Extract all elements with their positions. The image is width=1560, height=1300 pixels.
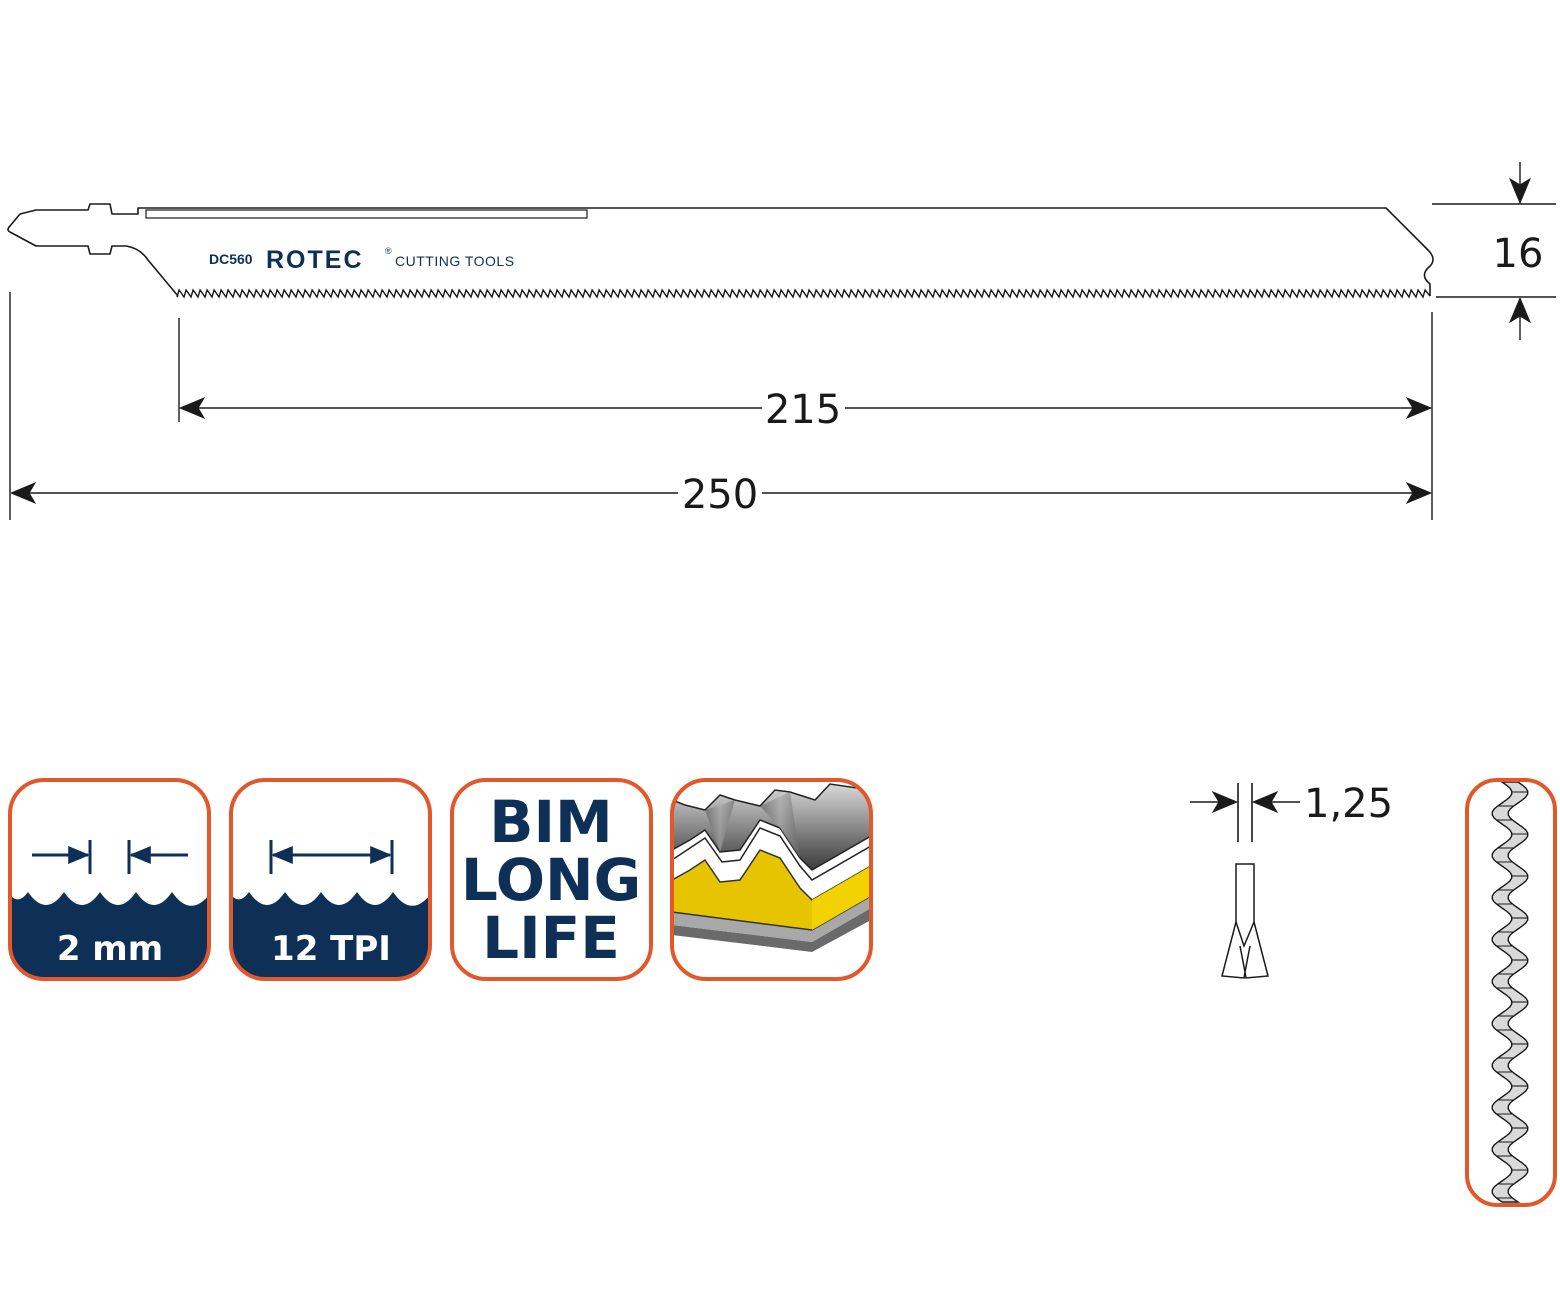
badge-material-line2: LONG xyxy=(461,846,641,914)
blade-teeth xyxy=(176,288,1431,299)
badge-tooth-spacing: 2 mm xyxy=(8,778,211,981)
blade-marking-strip xyxy=(145,209,588,219)
dimension-lines xyxy=(9,162,1556,520)
thickness-detail: 1,25 xyxy=(1190,781,1393,979)
blade-outline xyxy=(19,203,1434,296)
brand-logo: ROTEC xyxy=(266,246,364,274)
badge-application-sandwich-panel xyxy=(670,778,873,981)
badge-tooth-spacing-label: 2 mm xyxy=(57,929,163,969)
jigsaw-blade: DC560 ROTEC ® CUTTING TOOLS xyxy=(7,203,1434,299)
badge-material: BIM LONG LIFE xyxy=(450,778,653,981)
tooth-set-profile xyxy=(1221,863,1269,979)
wavy-set-profile xyxy=(1491,781,1529,1203)
tooth-side-view xyxy=(1465,778,1557,1207)
dim-total-length: 250 xyxy=(682,472,758,518)
badge-material-line1: BIM xyxy=(489,788,613,856)
brand-tagline: CUTTING TOOLS xyxy=(395,253,515,269)
dim-cutting-length: 215 xyxy=(765,387,841,433)
badge-tpi-label: 12 TPI xyxy=(271,929,391,969)
dim-thickness: 1,25 xyxy=(1304,781,1393,827)
saw-teeth-icon xyxy=(10,892,209,979)
blade-code: DC560 xyxy=(209,251,253,267)
dim-blade-height: 16 xyxy=(1493,231,1544,277)
badge-tpi: 12 TPI xyxy=(229,778,432,981)
saw-teeth-icon xyxy=(231,892,430,979)
badge-material-line3: LIFE xyxy=(482,904,620,972)
blade-shank xyxy=(7,213,179,297)
brand-registered-mark: ® xyxy=(385,246,392,256)
